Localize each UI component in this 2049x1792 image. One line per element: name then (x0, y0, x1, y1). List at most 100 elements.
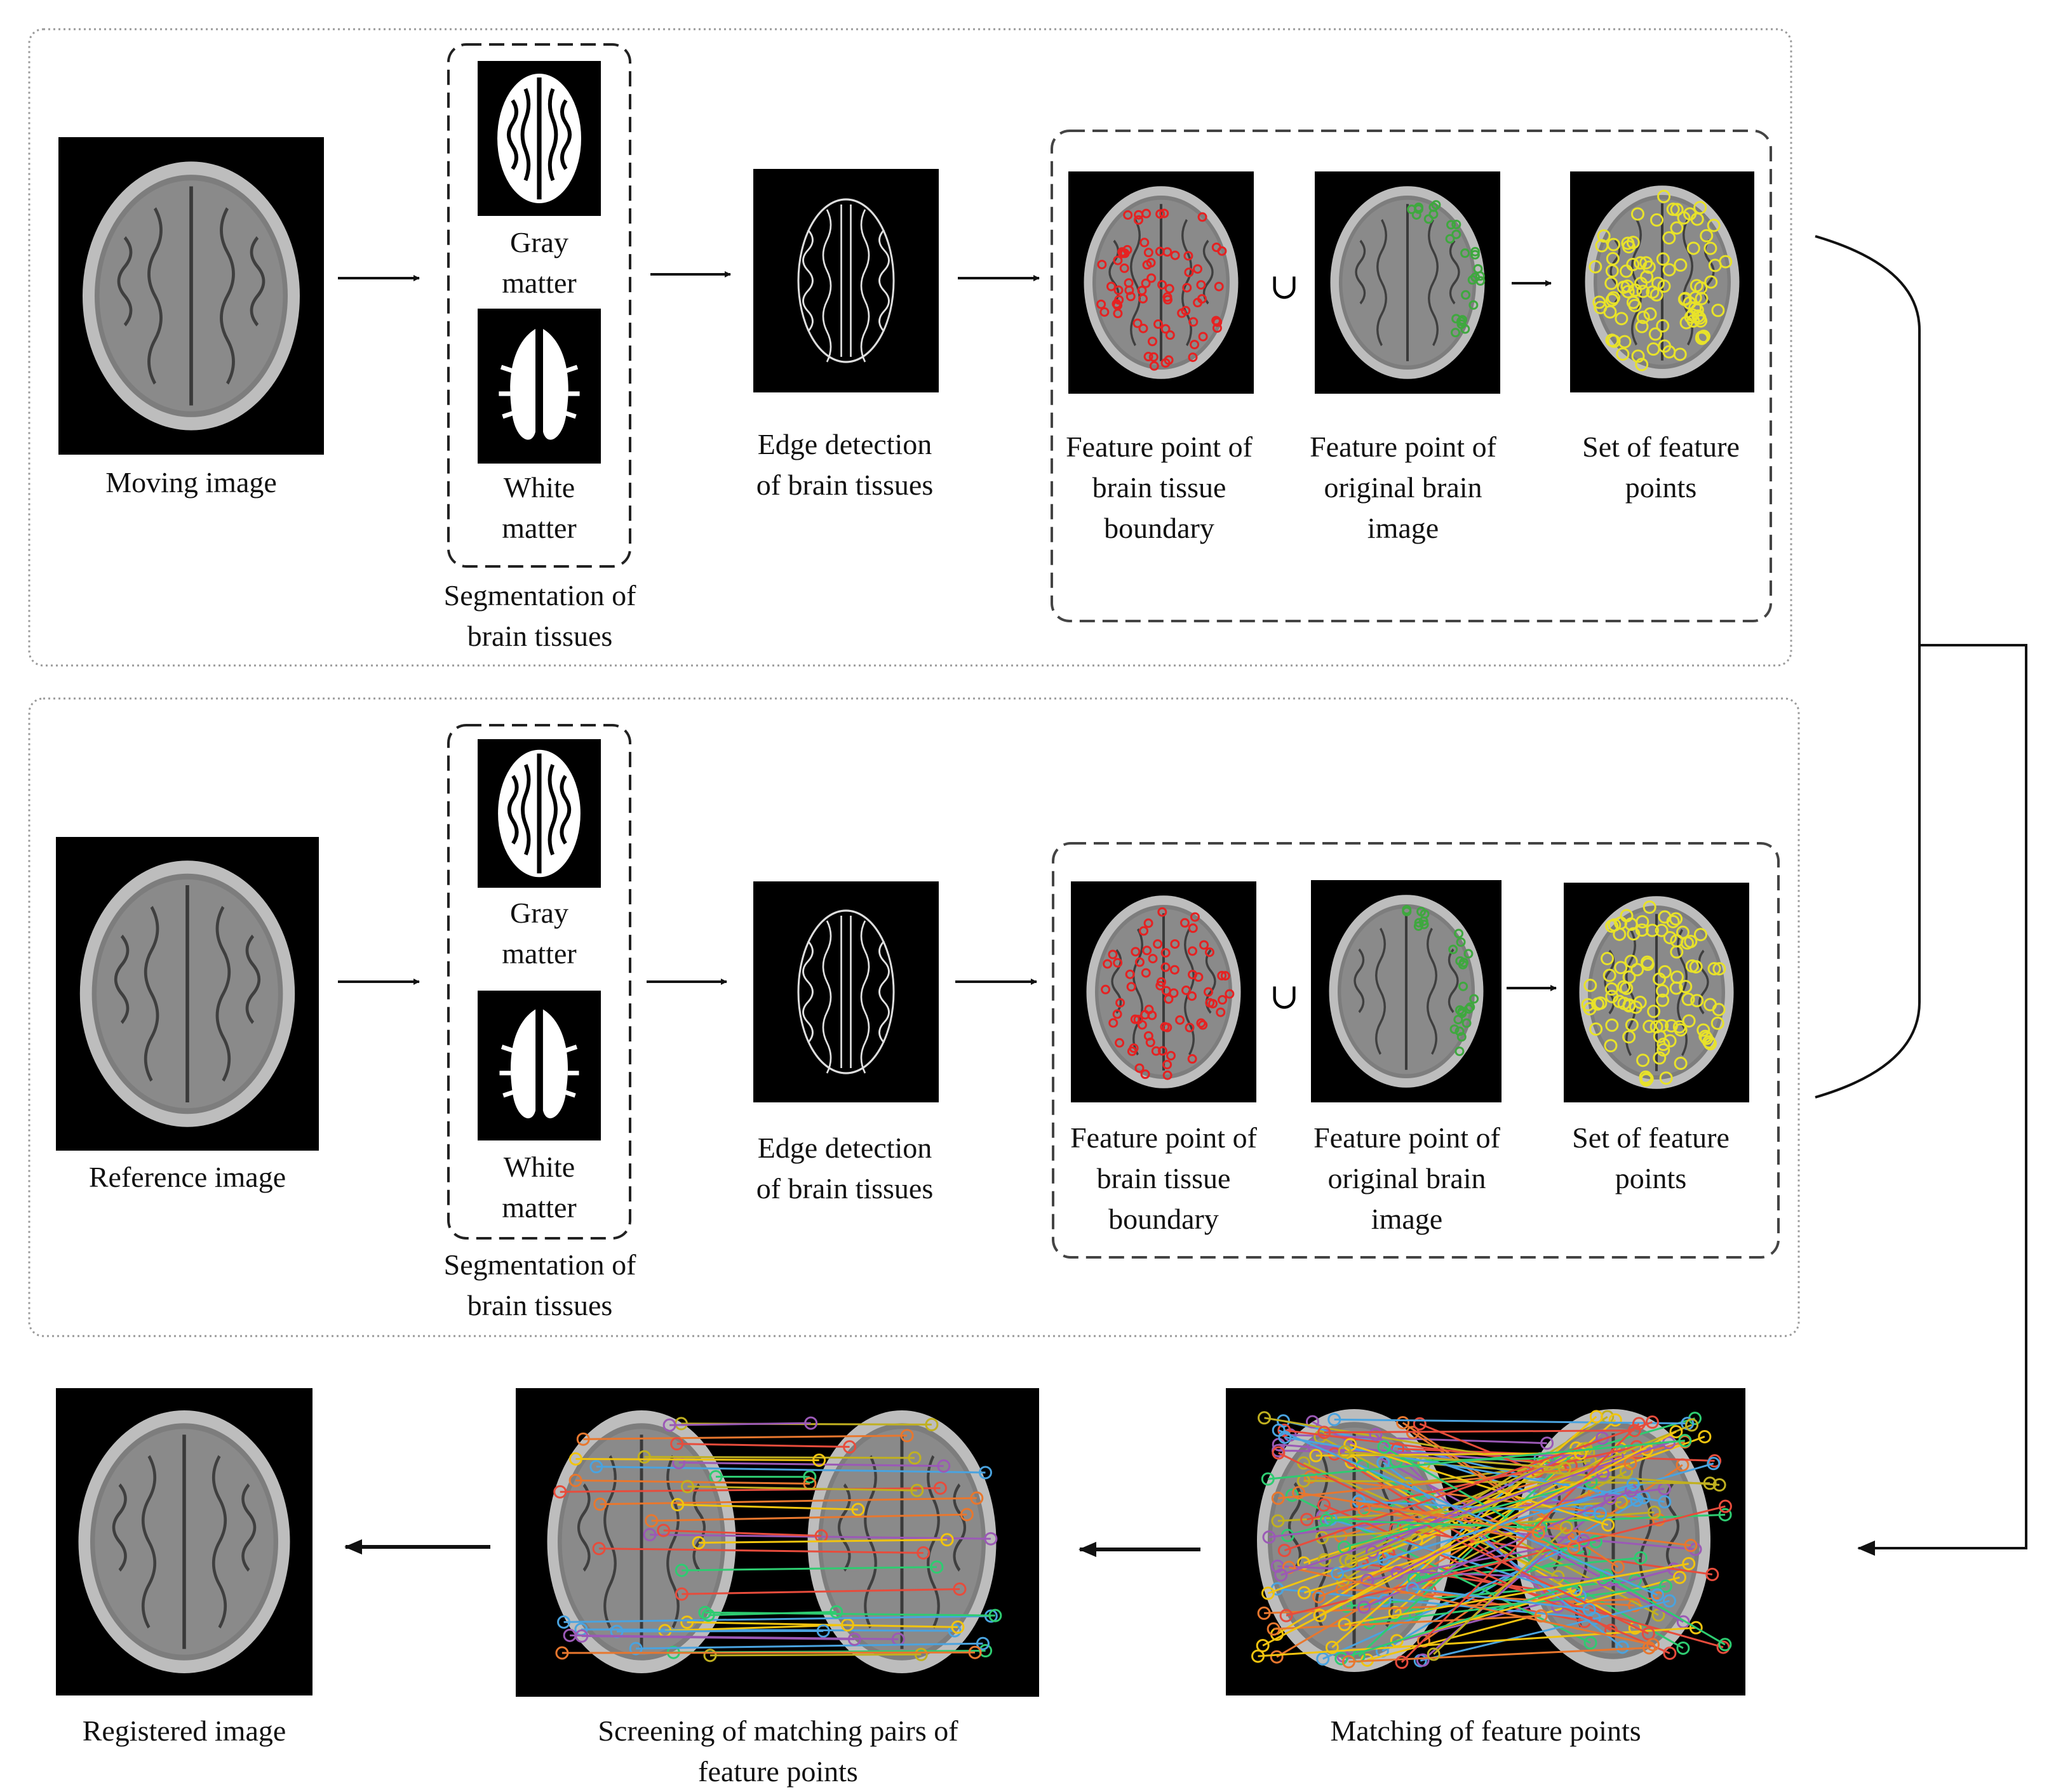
feature-box-1 (1051, 130, 1772, 622)
feature-point-marker (1695, 330, 1709, 344)
match-line (651, 1513, 967, 1522)
feature-point-marker (1461, 290, 1471, 300)
match-point-marker (1313, 1608, 1327, 1622)
feature-point-marker (1621, 284, 1635, 298)
match-line (1369, 1585, 1666, 1624)
feature-point-marker (1183, 251, 1193, 261)
feature-point-marker (1162, 247, 1172, 257)
feature-point-marker (1626, 236, 1640, 250)
match-line (687, 1485, 917, 1492)
feature-point-marker (1657, 279, 1671, 293)
matching-label: Matching of feature points (1330, 1715, 1641, 1747)
match-point-marker (645, 1514, 659, 1528)
match-line (644, 1455, 915, 1459)
match-point-marker (1557, 1461, 1571, 1475)
feature-point-marker (1164, 994, 1174, 1004)
match-point-marker (1258, 1411, 1272, 1425)
feature-box-2 (1052, 842, 1780, 1259)
feature-point-marker (1655, 923, 1669, 937)
feature-point-marker (1656, 1038, 1670, 1052)
match-point-marker (1684, 1539, 1698, 1553)
feature-point-marker (1101, 984, 1111, 994)
feature-point-marker (1643, 1019, 1656, 1033)
feature-point-marker (1679, 980, 1693, 994)
feature-point-marker (1119, 263, 1129, 273)
feature-point-marker (1127, 1046, 1137, 1057)
match-point-marker (816, 1624, 830, 1638)
match-point-marker (940, 1533, 954, 1547)
feature-point-marker (1428, 209, 1439, 219)
match-line (1284, 1421, 1653, 1552)
match-line (1284, 1429, 1571, 1467)
match-line (1344, 1562, 1689, 1626)
feature-point-marker (1460, 248, 1470, 258)
feature-point-marker (1188, 923, 1198, 933)
feature-point-marker (1631, 349, 1645, 363)
feature-point-marker (1198, 331, 1208, 342)
match-point-marker (1413, 1417, 1427, 1431)
match-point-marker (1305, 1415, 1319, 1429)
match-point-marker (1357, 1600, 1371, 1614)
feature-point-marker (1161, 986, 1171, 996)
match-line (636, 1642, 983, 1650)
feature-point-marker (1594, 996, 1608, 1010)
match-line (1433, 1527, 1568, 1655)
feature-point-marker (1666, 203, 1680, 217)
match-point-marker (937, 1459, 951, 1473)
feature-point-marker (1139, 237, 1150, 248)
match-point-marker (692, 1536, 706, 1550)
feature-point-marker (1112, 1009, 1122, 1019)
match-line (600, 1497, 977, 1506)
feature-point-marker (1616, 280, 1630, 294)
feature-point-marker (1601, 952, 1615, 966)
feature-point-marker (1216, 1007, 1226, 1017)
feature-point-marker (1126, 982, 1136, 992)
feature-point-marker (1659, 1071, 1673, 1085)
match-line (1278, 1462, 1631, 1499)
feature-point-marker (1468, 300, 1479, 310)
feature-point-marker (1583, 979, 1597, 993)
feature-point-marker (1649, 1020, 1663, 1034)
feature-point-marker (1630, 207, 1644, 221)
feature-point-marker (1636, 311, 1650, 324)
match-point-marker (592, 1542, 606, 1556)
moving-image (58, 137, 324, 455)
match-line (1348, 1647, 1649, 1663)
feature-point-marker (1187, 991, 1197, 1001)
feature-point-marker (1625, 1018, 1639, 1032)
feature-point-marker (1196, 1018, 1206, 1028)
feature-point-marker (1451, 229, 1461, 239)
feature-point-marker (1181, 985, 1191, 995)
match-point-marker (914, 1647, 928, 1661)
feature-point-marker (1455, 956, 1465, 966)
match-point-marker (657, 1523, 671, 1537)
edge-image-2 (753, 881, 939, 1102)
feature-point-marker (1160, 1022, 1170, 1032)
match-point-marker (1615, 1640, 1629, 1654)
match-point-marker (1608, 1413, 1622, 1427)
match-point-marker (1272, 1423, 1286, 1437)
match-point-marker (643, 1528, 657, 1542)
match-point-marker (1297, 1586, 1311, 1600)
match-point-marker (1678, 1434, 1692, 1448)
feature-point-marker (1581, 998, 1595, 1012)
feature-point-marker (1627, 927, 1641, 941)
feature-point-marker (1645, 923, 1659, 937)
feature-point-marker (1113, 958, 1123, 968)
feature-point-marker (1641, 958, 1655, 972)
feature-point-marker (1707, 962, 1721, 976)
feature-boundary-image-2 (1071, 881, 1256, 1102)
white-matter-image-1 (478, 309, 601, 464)
match-point-marker (1705, 1567, 1719, 1581)
feature-point-marker (1458, 981, 1468, 991)
match-point-marker (1251, 1649, 1265, 1663)
match-point-marker (680, 1480, 694, 1494)
match-point-marker (1331, 1567, 1345, 1581)
match-point-marker (847, 1632, 861, 1646)
match-point-marker (953, 1582, 967, 1596)
gray-matter-image-2 (478, 739, 601, 888)
